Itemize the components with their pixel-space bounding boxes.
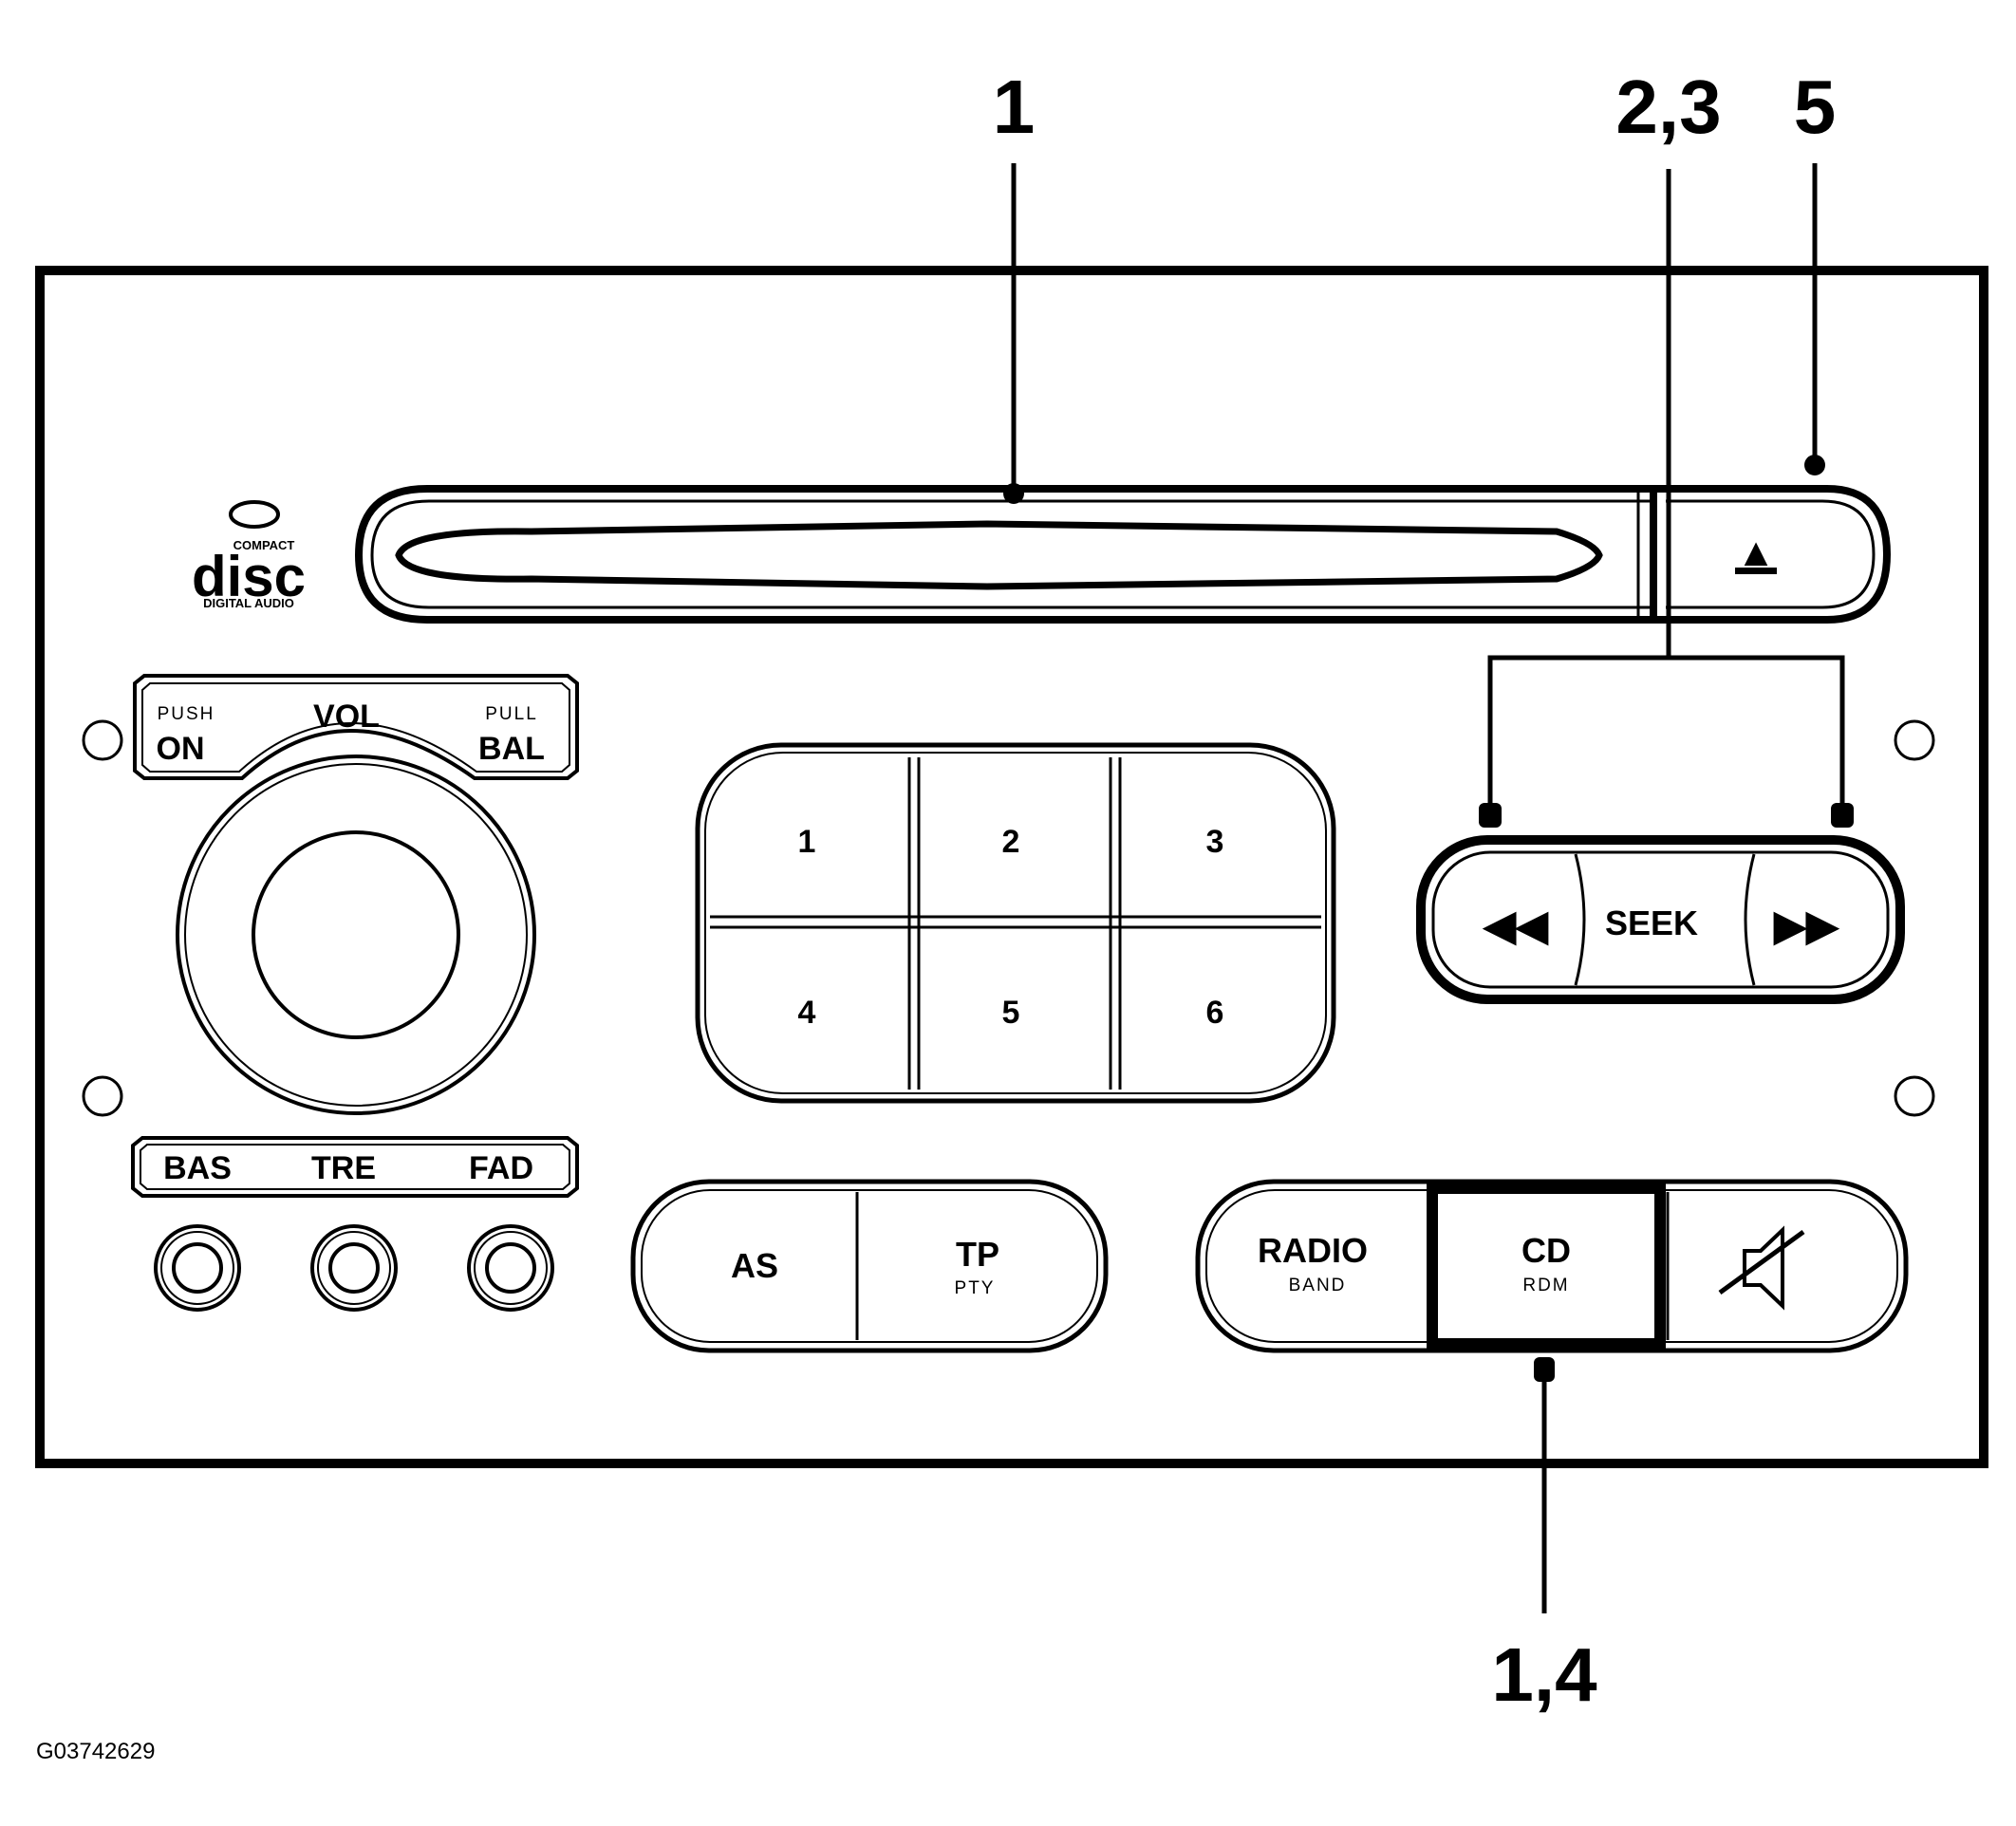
- preset-label-5: 5: [1002, 995, 1020, 1031]
- band-label: BAND: [1289, 1276, 1347, 1295]
- mounting-hole-top-right: [1894, 719, 1935, 761]
- fast-forward-icon: ▶▶: [1773, 903, 1840, 949]
- seek-rocker: SEEK: [1416, 835, 1905, 1004]
- preset-button-1[interactable]: 1: [712, 759, 907, 915]
- seek-forward-button[interactable]: ▶▶: [1754, 854, 1887, 985]
- cd-rdm-button[interactable]: CD RDM: [1427, 1183, 1666, 1350]
- cd-slot[interactable]: [354, 485, 1653, 624]
- tre-label: TRE: [311, 1150, 376, 1186]
- preset-button-block: [695, 742, 1336, 1104]
- logo-bottom-text: DIGITAL AUDIO: [203, 596, 294, 610]
- preset-label-6: 6: [1206, 995, 1224, 1031]
- preset-button-2[interactable]: 2: [921, 759, 1109, 915]
- preset-label-1: 1: [798, 824, 816, 860]
- as-tp-block: [630, 1179, 1109, 1353]
- logo-word: disc: [192, 545, 306, 608]
- rdm-label: RDM: [1522, 1276, 1569, 1295]
- callout-1-top-label: 1: [993, 65, 1036, 149]
- on-label: ON: [157, 731, 205, 767]
- disc-logo-icon: [229, 500, 280, 529]
- vol-label: VOL: [313, 699, 380, 735]
- bas-knob[interactable]: [154, 1224, 241, 1312]
- fad-label: FAD: [469, 1150, 533, 1186]
- callout-2-3-label: 2,3: [1615, 65, 1721, 149]
- bal-label: BAL: [478, 731, 545, 767]
- eject-bar: [1735, 568, 1777, 574]
- mute-icon: [1718, 1225, 1805, 1311]
- volume-knob-center: [252, 830, 460, 1039]
- mounting-hole-top-left: [82, 719, 123, 761]
- mounting-hole-bottom-left: [82, 1075, 123, 1117]
- pull-label: PULL: [485, 704, 538, 724]
- figure-id: G03742629: [36, 1739, 155, 1764]
- radio-band-button[interactable]: RADIO BAND: [1210, 1194, 1427, 1338]
- as-button[interactable]: AS: [645, 1194, 854, 1338]
- callout-5-label: 5: [1794, 65, 1837, 149]
- callout-1-4: 1,4: [1491, 1357, 1597, 1717]
- preset-button-4[interactable]: 4: [712, 929, 907, 1089]
- preset-label-3: 3: [1206, 824, 1224, 860]
- bas-label: BAS: [163, 1150, 232, 1186]
- radio-label: RADIO: [1258, 1231, 1368, 1270]
- fad-knob[interactable]: [467, 1224, 554, 1312]
- preset-label-4: 4: [798, 995, 816, 1031]
- pty-label: PTY: [955, 1278, 996, 1298]
- mute-button[interactable]: [1666, 1192, 1805, 1340]
- callout-5: 5: [1794, 65, 1837, 475]
- mounting-hole-bottom-right: [1894, 1075, 1935, 1117]
- rewind-icon: ◀◀: [1482, 903, 1549, 949]
- volume-knob[interactable]: [176, 755, 536, 1115]
- tre-knob[interactable]: [310, 1224, 398, 1312]
- preset-label-2: 2: [1002, 824, 1020, 860]
- callout-1-4-label: 1,4: [1491, 1632, 1597, 1717]
- compact-disc-logo: COMPACT disc DIGITAL AUDIO: [192, 500, 306, 610]
- callout-2-3: 2,3: [1479, 65, 1854, 828]
- callout-1-top: 1: [993, 65, 1036, 504]
- seek-back-button[interactable]: ◀◀: [1438, 854, 1576, 985]
- logo-top-text: COMPACT: [233, 538, 295, 552]
- preset-button-5[interactable]: 5: [921, 929, 1109, 1089]
- eject-button[interactable]: ▲: [1636, 485, 1892, 624]
- preset-button-6[interactable]: 6: [1122, 929, 1319, 1089]
- preset-button-3[interactable]: 3: [1122, 759, 1319, 915]
- volume-label-panel: PUSH ON VOL PULL BAL: [133, 674, 579, 780]
- tp-pty-button[interactable]: TP PTY: [860, 1194, 1092, 1338]
- tone-label-panel: BAS TRE FAD: [131, 1136, 579, 1198]
- as-label: AS: [731, 1246, 778, 1285]
- cd-label: CD: [1521, 1231, 1571, 1270]
- tp-label: TP: [956, 1235, 999, 1274]
- eject-icon: ▲: [1736, 530, 1776, 574]
- push-label: PUSH: [158, 704, 215, 724]
- cd-slot-opening: [395, 520, 1603, 590]
- seek-label: SEEK: [1605, 904, 1698, 942]
